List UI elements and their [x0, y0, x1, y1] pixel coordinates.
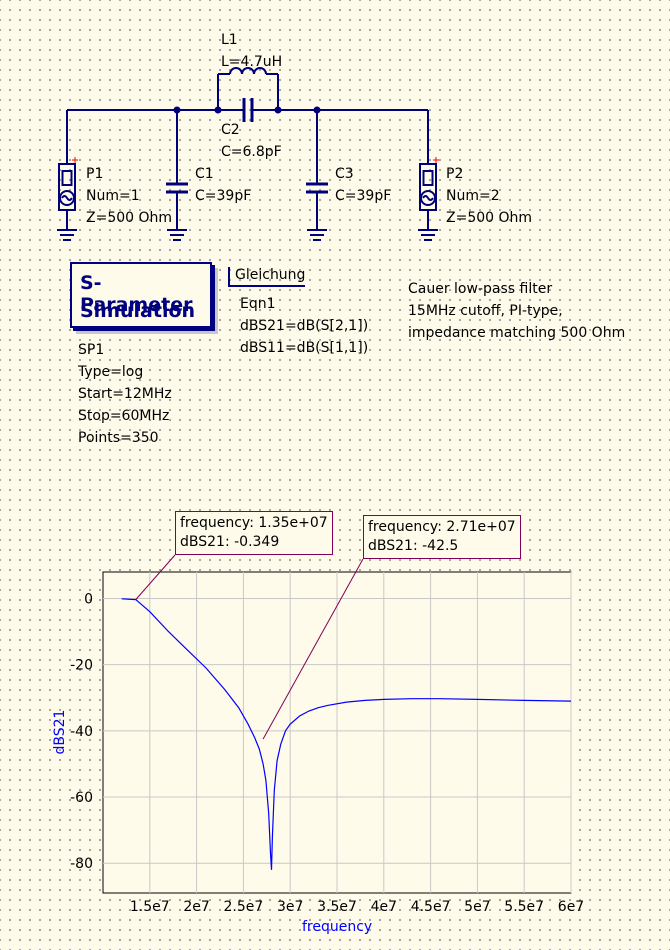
marker-leader-lines — [135, 554, 364, 740]
marker-frequency: frequency: 1.35e+07 — [180, 515, 328, 531]
x-tick-label: 2.5e7 — [224, 899, 264, 915]
sim-stop[interactable]: Stop=60MHz — [78, 408, 170, 424]
junction-dots — [173, 106, 321, 114]
c2-name[interactable]: C2 — [221, 122, 240, 138]
y-tick-label: 0 — [84, 591, 93, 607]
p1-num[interactable]: Num=1 — [86, 188, 140, 204]
x-tick-label: 5e7 — [464, 899, 490, 915]
inductor-l1-icon[interactable] — [229, 67, 267, 75]
equation-block-header[interactable]: Gleichung — [228, 267, 306, 287]
plot-ticks: 1.5e7 2e7 2.5e7 3e7 3.5e7 4e7 4.5e7 5e7 5.5e7 6e7… — [70, 591, 584, 915]
note-line3[interactable]: impedance matching 500 Ohm — [408, 325, 626, 341]
l1-value[interactable]: L=4.7uH — [221, 54, 283, 70]
sim-points[interactable]: Points=350 — [78, 430, 159, 446]
c1-name[interactable]: C1 — [195, 166, 214, 182]
marker-value: dBS21: -0.349 — [180, 534, 280, 550]
sim-title-line1: S-Parameter — [80, 272, 193, 316]
eqn-name[interactable]: Eqn1 — [240, 296, 276, 312]
series-line — [121, 598, 572, 870]
ground-icon — [57, 229, 438, 241]
x-tick-label: 3e7 — [277, 899, 303, 915]
schematic-canvas[interactable] — [0, 0, 670, 260]
port-plus-icon — [72, 157, 439, 163]
x-tick-label: 5.5e7 — [504, 899, 544, 915]
marker-frequency: frequency: 2.71e+07 — [368, 519, 516, 535]
sim-start[interactable]: Start=12MHz — [78, 386, 172, 402]
sim-type[interactable]: Type=log — [78, 364, 144, 380]
plot-series — [121, 598, 572, 870]
x-tick-label: 1.5e7 — [130, 899, 170, 915]
x-tick-label: 4.5e7 — [411, 899, 451, 915]
y-tick-label: -40 — [70, 724, 93, 740]
marker-box[interactable]: frequency: 2.71e+07 dBS21: -42.5 — [363, 515, 521, 559]
x-tick-label: 6e7 — [558, 899, 584, 915]
p1-impedance[interactable]: Z=500 Ohm — [86, 210, 173, 226]
plot-grid — [103, 572, 572, 893]
p1-name[interactable]: P1 — [86, 166, 104, 182]
c3-name[interactable]: C3 — [335, 166, 354, 182]
x-tick-label: 3.5e7 — [317, 899, 357, 915]
eqn-line2[interactable]: dBS11=dB(S[1,1]) — [240, 340, 369, 356]
p2-num[interactable]: Num=2 — [446, 188, 500, 204]
y-tick-label: -20 — [70, 658, 93, 674]
y-tick-label: -80 — [70, 856, 93, 872]
sp-simulation-block[interactable]: S-Parameter Simulation — [70, 262, 212, 328]
marker-value: dBS21: -42.5 — [368, 538, 459, 554]
l1-name[interactable]: L1 — [221, 32, 238, 48]
x-axis-label: frequency — [302, 919, 373, 935]
c2-value[interactable]: C=6.8pF — [221, 144, 282, 160]
marker-leader-line — [262, 558, 364, 740]
note-line2[interactable]: 15MHz cutoff, PI-type, — [408, 303, 563, 319]
marker-leader-line — [135, 554, 176, 600]
marker-box[interactable]: frequency: 1.35e+07 dBS21: -0.349 — [175, 511, 333, 555]
y-axis-label: dBS21 — [52, 709, 68, 755]
p2-impedance[interactable]: Z=500 Ohm — [446, 210, 533, 226]
note-line1[interactable]: Cauer low-pass filter — [408, 281, 553, 297]
p2-name[interactable]: P2 — [446, 166, 464, 182]
x-tick-label: 2e7 — [183, 899, 209, 915]
x-tick-label: 4e7 — [371, 899, 397, 915]
eqn-line1[interactable]: dBS21=dB(S[2,1]) — [240, 318, 369, 334]
sim-name[interactable]: SP1 — [78, 342, 105, 358]
y-tick-label: -60 — [70, 790, 93, 806]
sim-title-line2: Simulation — [80, 300, 196, 322]
c3-value[interactable]: C=39pF — [335, 188, 392, 204]
c1-value[interactable]: C=39pF — [195, 188, 252, 204]
